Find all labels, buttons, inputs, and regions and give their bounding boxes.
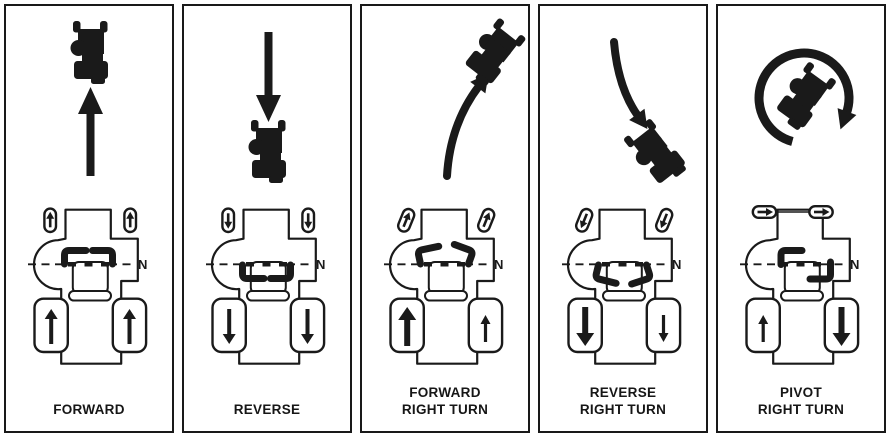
panel-label: REVERSE [233,402,301,417]
lever-right-reverse-slight [628,261,654,288]
wheel-arrow-right-down-icon [301,309,314,344]
panel-label: PIVOT RIGHT TURN [757,385,845,417]
vehicle-icon [458,15,527,89]
neutral-label: N [316,257,325,272]
vehicle-motion-graphic [443,15,527,180]
caster-indicator-right-right-turn [807,204,835,220]
vehicle-icon [620,117,690,191]
neutral-label: N [850,257,859,272]
lever-left-forward-far [414,242,443,268]
panel-reverse: N REVERSE [182,4,352,433]
panel-forward: N FORWARD [4,4,174,433]
control-console-diagram: N [184,207,325,370]
vehicle-motion-graphic [754,48,857,146]
caster-indicator-left [43,207,58,234]
caster-indicator-right [475,205,498,235]
rotation-arrowhead [837,108,857,130]
wheel-arrow-left-up-icon [44,309,58,344]
lever-left-forward [61,247,90,268]
caster-indicator-right [123,207,138,234]
neutral-label: N [672,257,681,272]
vehicle-icon [70,21,108,84]
lever-left-forward [777,247,806,268]
control-console-diagram: N [362,205,503,370]
control-console-diagram: N [718,204,859,370]
caster-indicator-right [653,205,676,235]
wheel-arrow-left-down-large-icon [576,307,595,346]
lever-left-reverse [239,261,268,282]
vehicle-icon [770,59,838,133]
wheel-arrow-left-up-small-icon [758,315,769,342]
neutral-label: N [138,257,147,272]
caster-indicator-left [573,205,596,235]
motion-arrow-up-icon [78,87,103,176]
caster-indicator-left [395,205,418,235]
motion-arrow-curve-right-icon [443,82,483,180]
panel-label: FORWARD RIGHT TURN [401,385,489,417]
lever-right-forward-slight [450,240,476,268]
wheel-arrow-right-up-small-icon [480,315,491,342]
motion-arrowhead [629,108,648,129]
vehicle-motion-graphic [248,32,286,183]
rotation-arrow-clockwise-icon [754,48,854,146]
panel-label: REVERSE RIGHT TURN [579,385,667,417]
vehicle-motion-graphic [610,38,690,191]
neutral-label: N [494,257,503,272]
panel-forward-right-turn: N FORWARD RIGHT TURN [360,4,530,433]
motion-arrow-curve-down-right-icon [610,38,642,120]
vehicle-motion-graphic [70,21,108,176]
motion-arrow-down-icon [256,32,281,122]
panel-label: FORWARD [53,402,125,417]
control-console-diagram: N [540,205,681,370]
panel-pivot-right-turn: N PIVOT RIGHT TURN [716,4,886,433]
wheel-arrow-right-down-large-icon [832,307,851,346]
lever-right-reverse [267,261,294,282]
wheel-arrow-left-down-icon [222,309,236,344]
wheel-arrow-left-up-large-icon [398,307,417,346]
caster-indicator-left [221,207,236,234]
lever-left-reverse-far [592,261,620,287]
lever-right-reverse [806,258,834,283]
caster-indicator-left-right-turn [751,204,778,220]
lever-right-forward [89,247,116,268]
wheel-arrow-right-up-icon [123,309,136,344]
wheel-arrow-right-down-small-icon [658,315,669,342]
control-console-diagram: N [6,207,147,370]
vehicle-icon [248,120,286,183]
panel-reverse-right-turn: N REVERSE RIGHT TURN [538,4,708,433]
caster-indicator-right [301,207,316,234]
